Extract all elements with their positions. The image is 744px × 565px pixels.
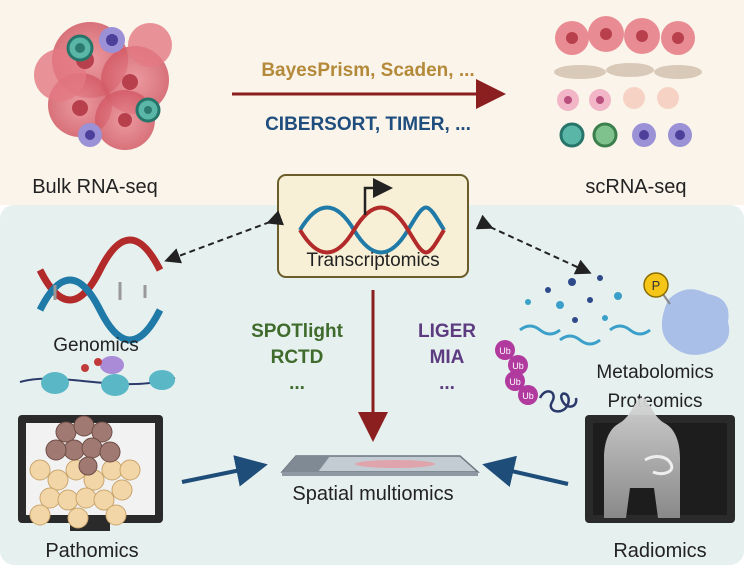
bulk-rna-seq-label: Bulk RNA-seq — [32, 176, 158, 198]
proteomics-label: Proteomics — [607, 391, 702, 412]
pathology-monitor-icon — [18, 415, 163, 531]
spatial-methods-ellipsis-right: ... — [439, 373, 455, 394]
genomics-label: Genomics — [53, 335, 139, 356]
spatial-multiomics-label: Spatial multiomics — [292, 483, 453, 505]
metabolomics-label: Metabolomics — [596, 362, 713, 383]
scrna-seq-label: scRNA-seq — [585, 176, 686, 198]
tissue-slide-icon — [280, 455, 480, 476]
dashed-arrow-right — [475, 214, 592, 275]
ub-badge-4: Ub — [522, 391, 534, 401]
mia-label: MIA — [430, 347, 465, 368]
dashed-arrow-left — [164, 210, 285, 264]
pathomics-arrow — [181, 455, 268, 487]
transcriptomics-label: Transcriptomics — [306, 250, 439, 271]
liger-label: LIGER — [418, 321, 476, 342]
ub-badge-1: Ub — [499, 346, 511, 356]
single-cell-illustration — [554, 16, 702, 148]
spatial-methods-ellipsis-left: ... — [289, 373, 305, 394]
radiology-scan-icon — [585, 398, 735, 523]
ubiquitin-chain-icon — [495, 340, 578, 413]
pathomics-label: Pathomics — [45, 540, 138, 562]
metabolite-dots — [519, 275, 651, 346]
spotlight-label: SPOTlight — [251, 321, 344, 342]
rctd-label: RCTD — [271, 347, 324, 368]
ub-badge-3: Ub — [509, 377, 521, 387]
radiomics-label: Radiomics — [613, 540, 706, 562]
bulk-tissue-illustration — [34, 22, 172, 150]
method-label-bayesprism: BayesPrism, Scaden, ... — [261, 60, 474, 81]
transcriptomics-box — [277, 174, 469, 278]
dna-helix-icon — [36, 236, 164, 344]
phosphate-badge-icon — [643, 272, 669, 298]
nucleosome-icon — [19, 356, 176, 396]
method-label-cibersort: CIBERSORT, TIMER, ... — [265, 114, 471, 135]
phosphate-badge-label: P — [652, 278, 661, 293]
radiomics-arrow — [482, 455, 569, 487]
ub-badge-2: Ub — [512, 361, 524, 371]
